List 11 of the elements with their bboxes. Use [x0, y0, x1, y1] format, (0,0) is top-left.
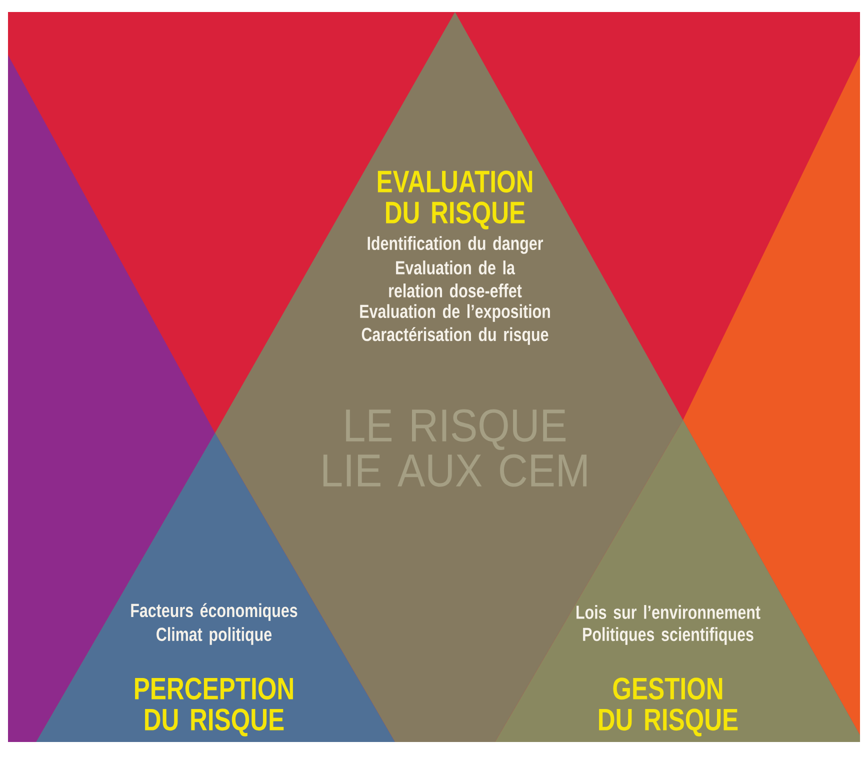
heading: EVALUATION DU RISQUE	[378, 170, 532, 230]
list-item: Caractérisation du risque	[362, 327, 548, 345]
list-item: Identification du danger	[368, 236, 544, 254]
list-item: Evaluation de la relation dose-effet	[389, 260, 522, 298]
heading: GESTION DU RISQUE	[599, 678, 738, 736]
list-item: Politiques scientifiques	[583, 627, 754, 645]
list-item: Climat politique	[156, 627, 272, 645]
list-item: Lois sur l’environnement	[576, 605, 760, 619]
list-item: Evaluation de l’exposition	[360, 304, 550, 322]
list-item: Facteurs économiques	[131, 603, 298, 621]
heading: PERCEPTION DU RISQUE	[135, 678, 293, 736]
